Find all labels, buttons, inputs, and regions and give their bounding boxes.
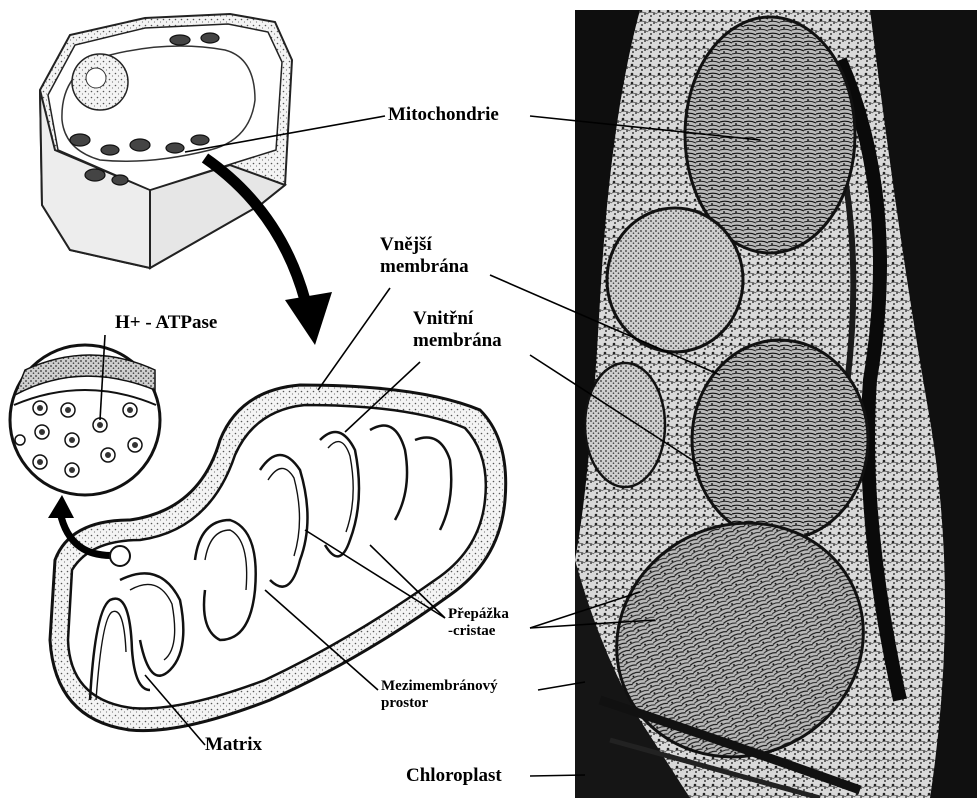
label-atpase: H+ - ATPase bbox=[115, 312, 217, 334]
label-mitochondrie: Mitochondrie bbox=[388, 104, 499, 126]
label-outer-membrane-line1: Vnější bbox=[380, 234, 469, 256]
label-chloroplast: Chloroplast bbox=[406, 765, 502, 787]
label-inner-membrane-line2: membrána bbox=[413, 330, 502, 352]
label-intermembrane-line1: Mezimembránový bbox=[381, 678, 498, 695]
em-mitochondrion-2 bbox=[607, 208, 743, 352]
label-outer-membrane-line2: membrána bbox=[380, 256, 469, 278]
micrograph bbox=[575, 10, 977, 798]
label-cristae-line2: -cristae bbox=[448, 623, 509, 640]
label-matrix: Matrix bbox=[205, 734, 262, 756]
label-intermembrane-space: Mezimembránový prostor bbox=[381, 678, 498, 713]
label-intermembrane-line2: prostor bbox=[381, 695, 498, 712]
label-inner-membrane-line1: Vnitřní bbox=[413, 308, 502, 330]
label-cristae: Přepážka -cristae bbox=[448, 606, 509, 641]
cell-drawing bbox=[40, 14, 292, 268]
label-cristae-line1: Přepážka bbox=[448, 606, 509, 623]
label-inner-membrane: Vnitřní membrána bbox=[413, 308, 502, 352]
label-outer-membrane: Vnější membrána bbox=[380, 234, 469, 278]
em-mitochondrion-3 bbox=[692, 340, 868, 540]
em-mitochondrion-4 bbox=[585, 363, 665, 487]
